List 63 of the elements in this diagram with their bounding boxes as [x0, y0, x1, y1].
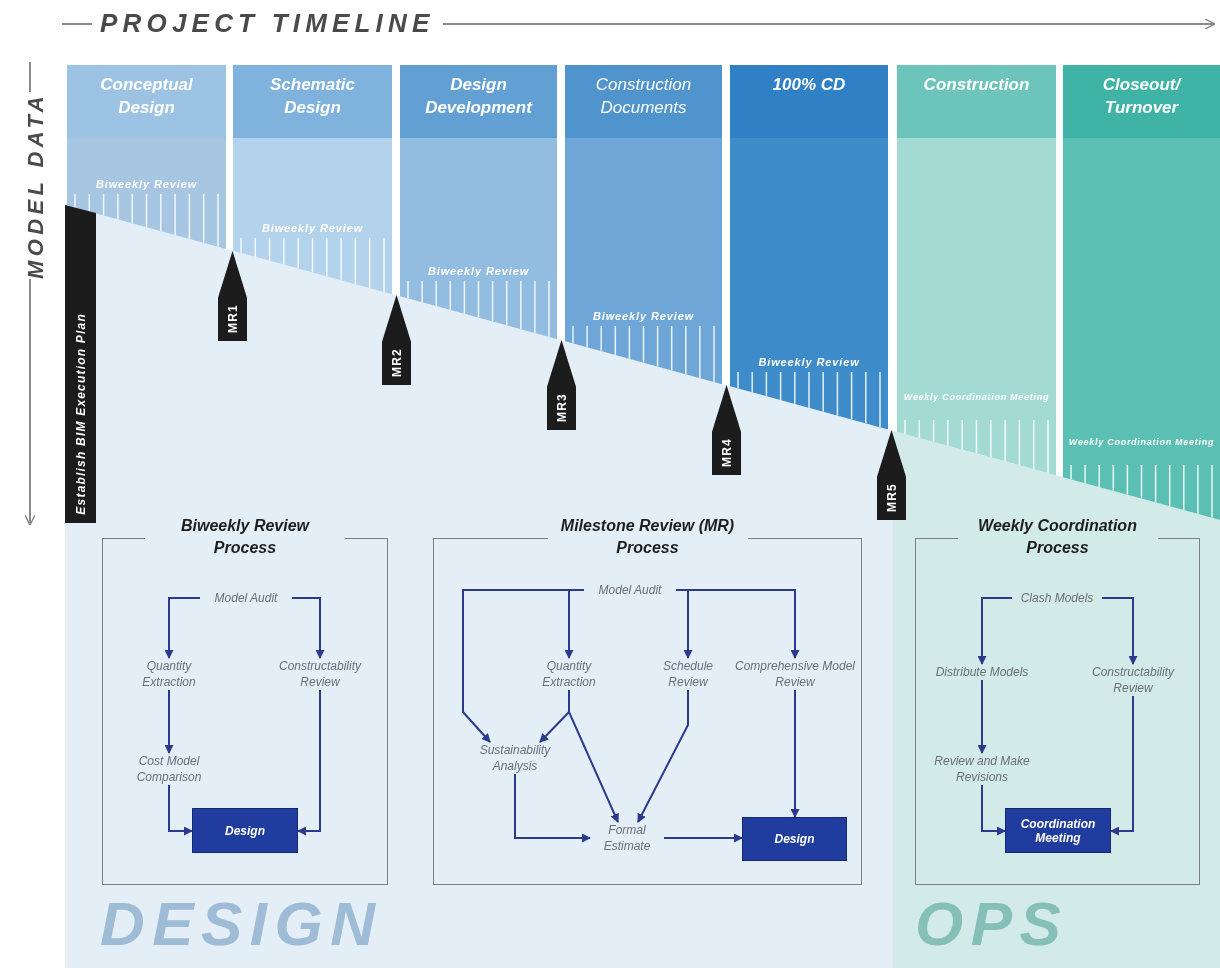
phase-title: 100% CD — [772, 74, 846, 96]
process-step: Quantity Extraction — [124, 658, 214, 690]
process-step: Distribute Models — [921, 664, 1043, 680]
review-label: Biweekly Review — [426, 265, 531, 278]
review-label: Biweekly Review — [260, 222, 365, 235]
phase-title: Closeout/ Turnover — [1101, 74, 1183, 119]
process-step: Schedule Review — [648, 658, 728, 690]
section-label: DESIGN — [100, 893, 383, 955]
flow-arrow — [790, 689, 800, 818]
process-step: Clash Models — [1012, 590, 1102, 606]
process-step: Comprehensive Model Review — [730, 658, 860, 690]
process-step: Model Audit — [584, 582, 676, 598]
marker-label: MR2 — [388, 348, 405, 377]
flow-arrow — [977, 679, 987, 754]
flow-arrow — [462, 589, 585, 743]
flow-arrow — [164, 597, 201, 659]
flow-arrow — [568, 689, 619, 823]
process-step: Model Audit — [200, 590, 292, 606]
phase-column — [1063, 65, 1220, 520]
review-label: Biweekly Review — [757, 356, 861, 369]
flow-arrow — [637, 689, 689, 823]
marker-label: MR1 — [224, 304, 241, 333]
process-step: Quantity Extraction — [524, 658, 614, 690]
flow-arrow — [663, 833, 743, 843]
phase-title: Design Development — [424, 74, 534, 119]
process-step: Formal Estimate — [590, 822, 664, 854]
result-box: Design — [742, 817, 847, 861]
phase-column — [897, 65, 1056, 476]
flow-arrow — [297, 689, 321, 836]
flow-arrow — [164, 689, 174, 754]
phase-column — [400, 65, 557, 340]
flow-arrow — [291, 597, 325, 659]
flow-arrow — [168, 784, 193, 836]
phase-title: Construction — [923, 74, 1030, 96]
flow-arrow — [514, 773, 591, 843]
phase-title: Construction Documents — [594, 74, 693, 119]
review-label: Weekly Coordination Meeting — [902, 392, 1051, 403]
phase-column — [565, 65, 722, 385]
phase-column — [233, 65, 392, 295]
milestone-bar — [65, 205, 96, 523]
review-label: Weekly Coordination Meeting — [1067, 437, 1216, 448]
process-step: Cost Model Comparison — [114, 753, 224, 785]
flow-arrow — [1110, 695, 1134, 836]
phase-title: Conceptual Design — [99, 74, 194, 119]
process-step: Review and Make Revisions — [920, 753, 1044, 785]
flow-arrow — [981, 784, 1006, 836]
phase-column — [730, 65, 888, 430]
result-box: Design — [192, 808, 298, 853]
flow-arrow — [1101, 597, 1138, 665]
flow-arrow — [675, 589, 800, 659]
process-step: Sustainability Analysis — [458, 742, 572, 774]
marker-label: MR3 — [553, 393, 570, 422]
process-step: Constructability Review — [262, 658, 378, 690]
phase-title: Schematic Design — [268, 74, 356, 119]
review-label: Biweekly Review — [94, 178, 199, 191]
review-label: Biweekly Review — [591, 310, 696, 323]
marker-label: MR4 — [718, 438, 735, 467]
bar-label: Establish BIM Execution Plan — [72, 313, 89, 515]
marker-label: MR5 — [883, 483, 900, 512]
process-step: Constructability Review — [1075, 664, 1191, 696]
flow-arrow — [977, 597, 1013, 665]
section-label: OPS — [915, 893, 1069, 955]
result-box: Coordination Meeting — [1005, 808, 1111, 853]
